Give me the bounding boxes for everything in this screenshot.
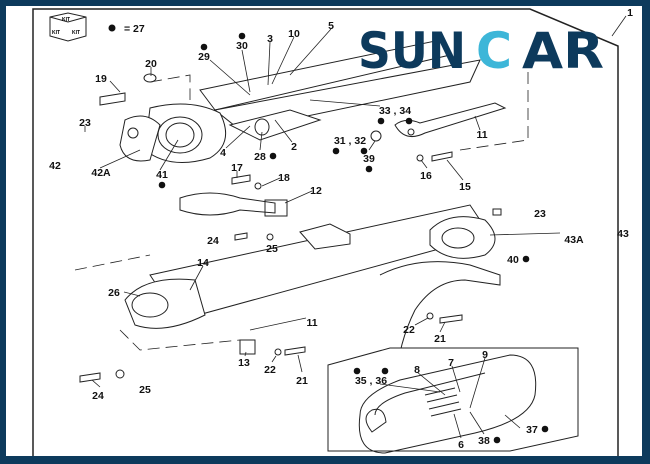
kit-dot-icon — [522, 255, 530, 263]
part-label: 22 — [264, 364, 276, 376]
kit-dot-icon — [365, 165, 373, 173]
part-label: 30 — [236, 40, 248, 52]
part-label: 6 — [458, 439, 464, 451]
part-label: 4 — [220, 147, 226, 159]
kit-dot-icon — [541, 425, 549, 433]
part-label: 33 , 34 — [379, 105, 411, 117]
part-label: 31 , 32 — [334, 135, 366, 147]
part-label: 42 — [49, 160, 61, 172]
part-label: 14 — [197, 257, 209, 269]
part-label: 12 — [310, 185, 322, 197]
lower-cylinder — [79, 204, 502, 401]
kit-dot-icon — [377, 117, 385, 125]
part-label: 42A — [91, 167, 111, 179]
part-label: 41 — [156, 169, 168, 181]
diagram-frame — [32, 8, 619, 456]
kit-dot-icon — [360, 147, 368, 155]
kit-dot-icon — [493, 436, 501, 444]
logo-sun: SUN — [358, 22, 466, 80]
part-label: 3 — [267, 33, 273, 45]
kit-dot-icon — [158, 181, 166, 189]
logo-ar: AR — [522, 22, 604, 80]
part-label: 35 , 36 — [355, 375, 387, 387]
leader-lines — [84, 15, 627, 439]
part-label: 23 — [79, 117, 91, 129]
part-label: 24 — [207, 235, 219, 247]
part-label: 17 — [231, 162, 243, 174]
logo-c: C — [476, 22, 512, 80]
part-label: 19 — [95, 73, 107, 85]
part-label: 26 — [108, 287, 120, 299]
part-label: 2 — [291, 141, 297, 153]
legend-text: = 27 — [124, 23, 145, 35]
part-label: 5 — [328, 20, 334, 32]
part-label: 20 — [145, 58, 157, 70]
seal-detail-inset — [327, 347, 579, 454]
part-label: 25 — [266, 243, 278, 255]
suncar-logo: SUN C AR — [358, 22, 604, 80]
part-label: 7 — [448, 357, 454, 369]
part-label: 29 — [198, 51, 210, 63]
part-label: 21 — [296, 375, 308, 387]
svg-text:KIT: KIT — [52, 30, 60, 36]
part-label: 13 — [238, 357, 250, 369]
part-label: 11 — [476, 129, 487, 141]
part-label: 37 — [526, 424, 538, 436]
part-label: 25 — [139, 384, 151, 396]
kit-dot-icon — [381, 367, 389, 375]
upper-cylinder — [99, 39, 507, 217]
part-label: 43 — [617, 228, 629, 240]
part-label: 18 — [278, 172, 290, 184]
part-label: 16 — [420, 170, 432, 182]
svg-text:KIT: KIT — [72, 30, 80, 36]
guide-lines — [74, 72, 529, 351]
part-label: 38 — [478, 435, 490, 447]
part-label: 43A — [564, 234, 584, 246]
part-label: 11 — [306, 317, 317, 329]
parts-diagram-sheet: KIT KIT KIT = 27 — [6, 6, 642, 456]
legend-dot-icon — [108, 24, 116, 32]
kit-dot-icon — [269, 152, 277, 160]
part-label: 24 — [92, 390, 104, 402]
part-label: 21 — [434, 333, 446, 345]
kit-dot-icon — [405, 117, 413, 125]
kit-dot-icon — [332, 147, 340, 155]
part-label: 39 — [363, 153, 375, 165]
part-label: 22 — [403, 324, 415, 336]
svg-text:KIT: KIT — [62, 17, 70, 23]
part-label: 23 — [534, 208, 546, 220]
part-label: 8 — [414, 364, 420, 376]
kit-dot-icon — [353, 367, 361, 375]
kit-dot-icon — [238, 32, 246, 40]
part-label: 40 — [507, 254, 519, 266]
kit-box-icon: KIT KIT KIT — [49, 12, 87, 42]
part-label: 9 — [482, 349, 488, 361]
kit-dot-icon — [200, 43, 208, 51]
part-label: 28 — [254, 151, 266, 163]
part-label: 10 — [288, 28, 300, 40]
part-label: 1 — [627, 7, 633, 19]
part-label: 15 — [459, 181, 471, 193]
exploded-cylinder-diagram: KIT KIT KIT = 27 — [32, 7, 633, 456]
